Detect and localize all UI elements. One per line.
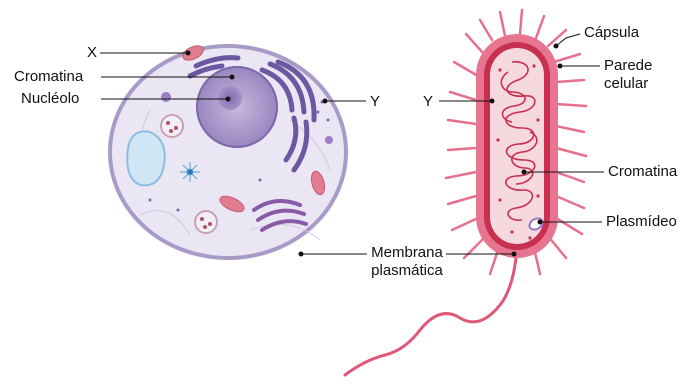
label-parede-line2: celular [604,75,652,93]
label-cromatina-left: Cromatina [14,68,83,86]
vesicle [195,211,217,233]
label-y-left: Y [370,93,380,111]
bacterial-cytoplasm [490,48,544,244]
centrosome [180,162,200,182]
vacuole [127,131,165,185]
label-parede-line1: Parede [604,57,652,75]
vesicle [325,136,333,144]
eukaryotic-cell [110,43,346,258]
label-parede: Parede celular [604,57,652,93]
label-cromatina-right: Cromatina [608,163,677,181]
label-plasmideo: Plasmídeo [606,213,677,231]
prokaryotic-cell [345,10,586,375]
vesicle [161,115,183,137]
label-x: X [87,44,97,62]
label-nucleolo: Nucléolo [21,90,79,108]
label-membrana: Membrana plasmática [360,244,454,280]
label-membrana-line1: Membrana [360,244,454,262]
label-membrana-line2: plasmática [360,262,454,280]
vesicle [161,92,171,102]
label-y-right: Y [423,93,433,111]
label-capsula: Cápsula [584,24,639,42]
